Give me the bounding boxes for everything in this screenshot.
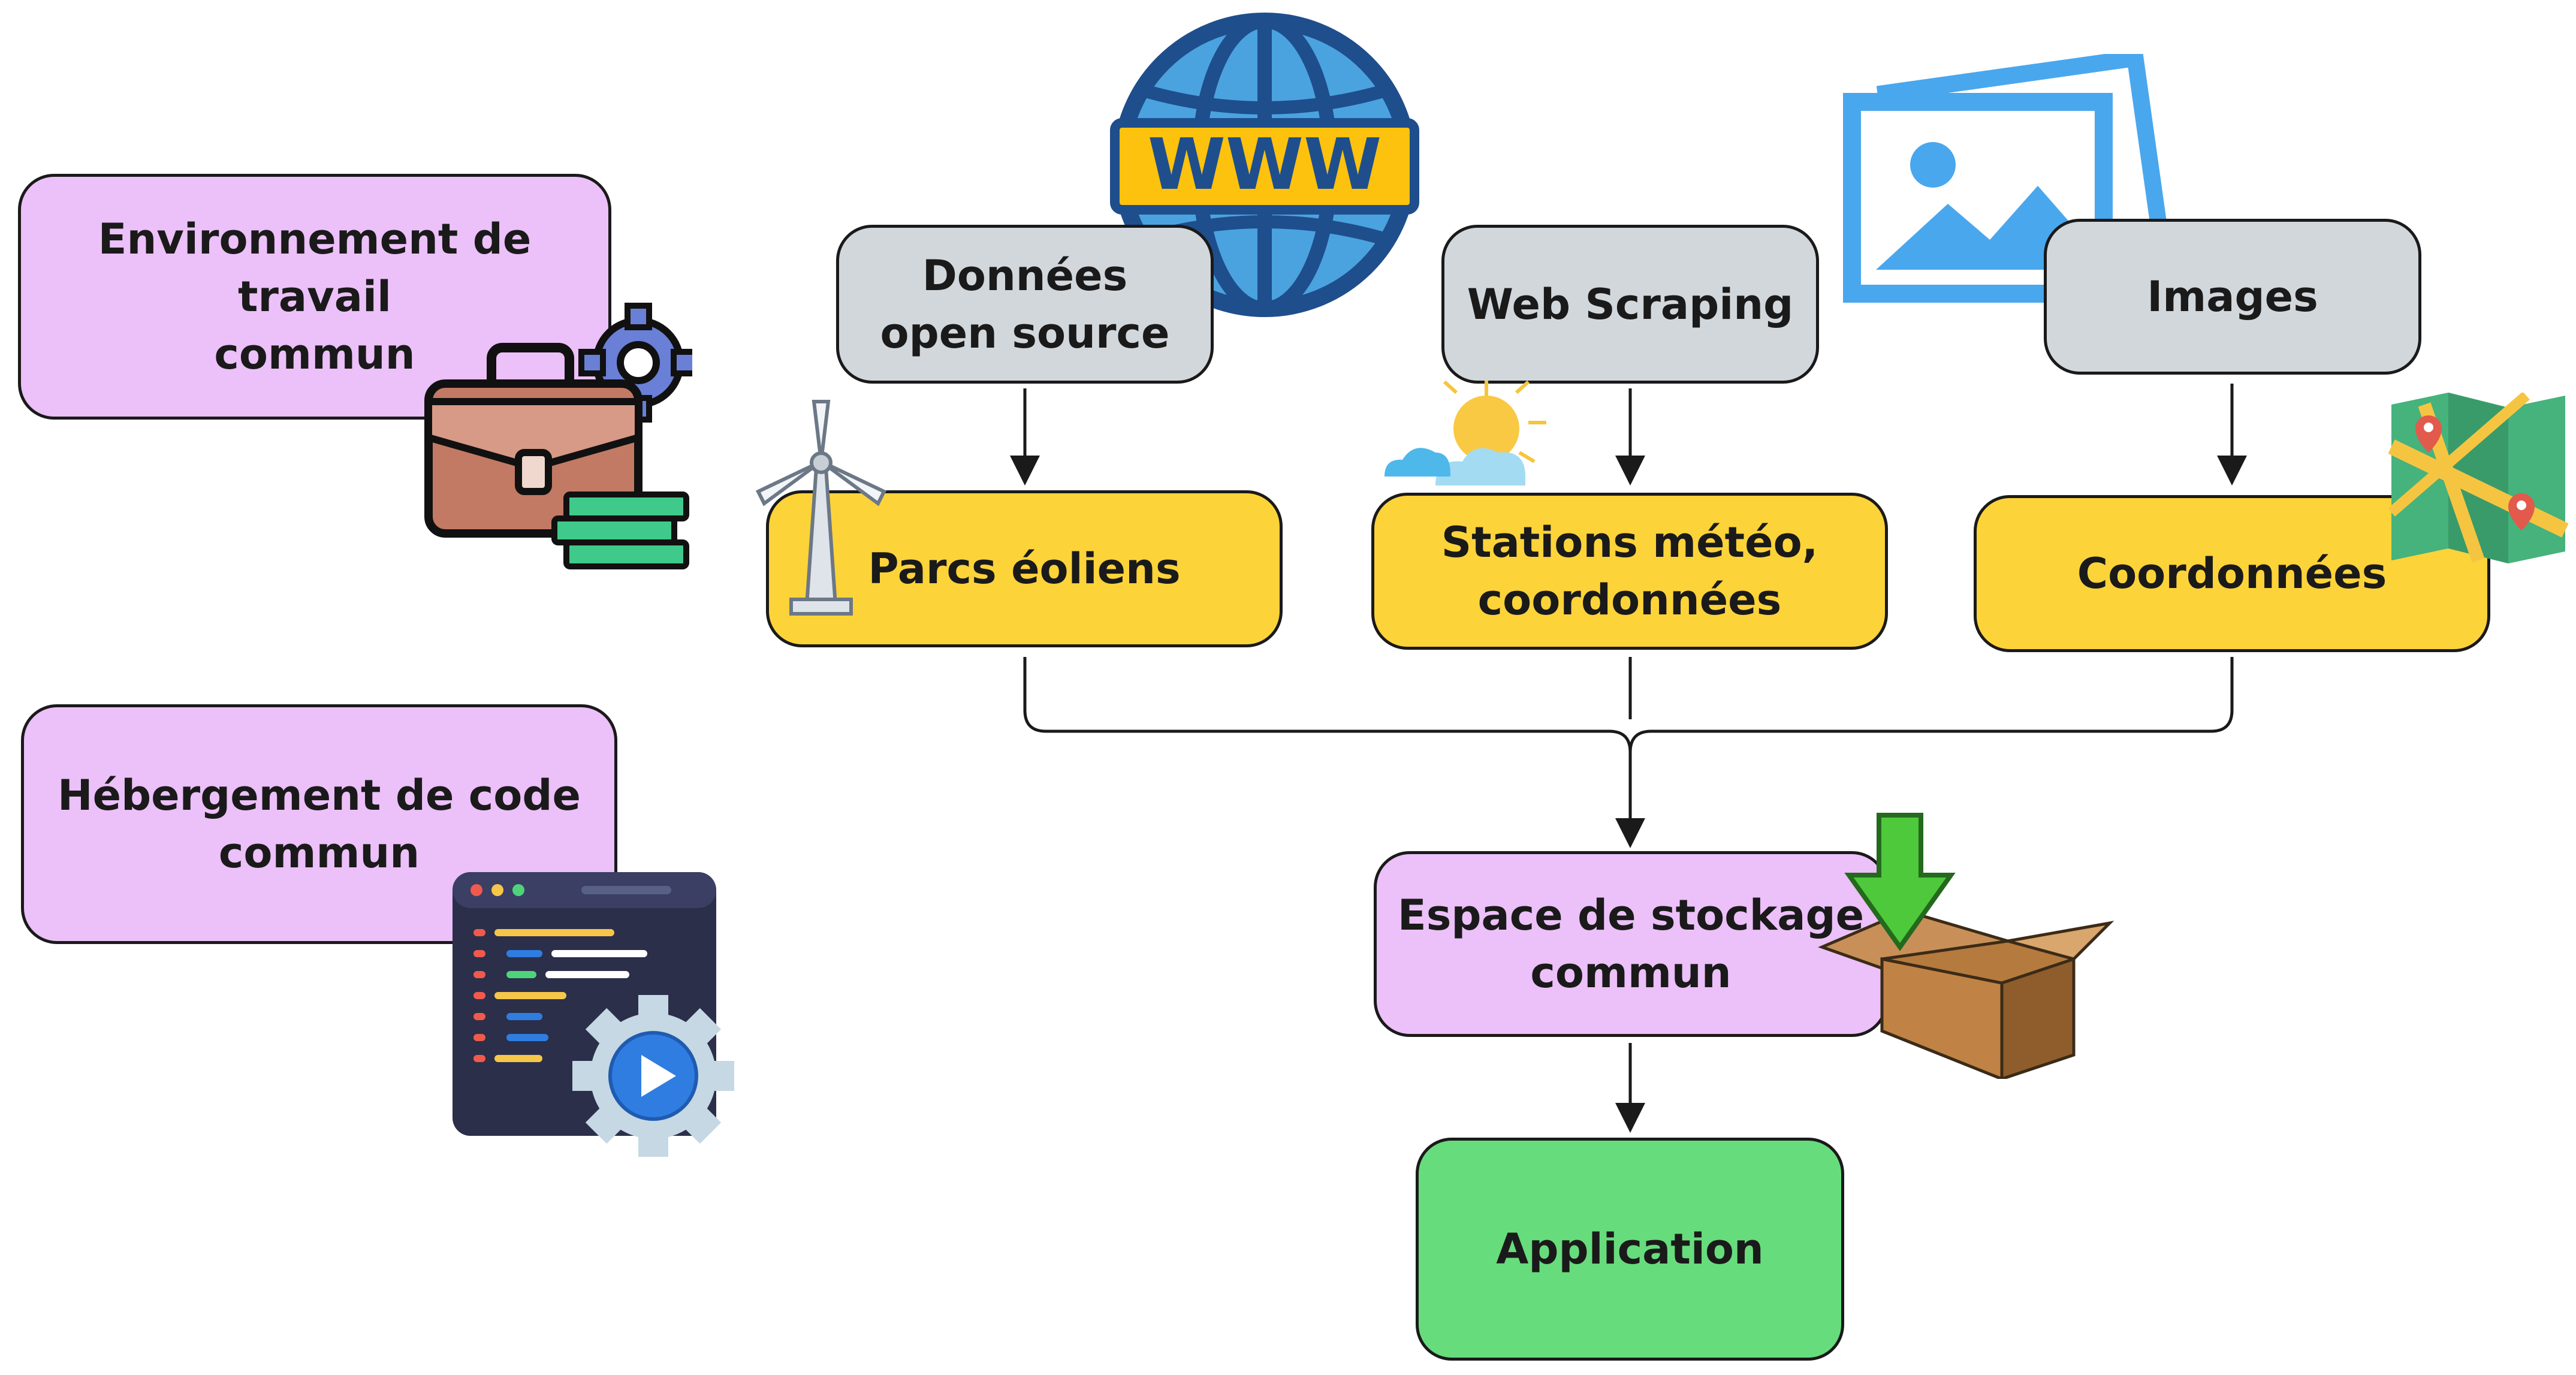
- wind-turbine-icon: [755, 400, 887, 616]
- briefcase-gear-icon: [424, 303, 692, 569]
- map-pins-icon: [2388, 393, 2568, 563]
- box-donnees-open-source: Données open source: [836, 225, 1214, 384]
- box-stations-meteo: Stations météo, coordonnées: [1371, 493, 1888, 650]
- box-download-icon: [1818, 813, 2115, 1079]
- box-images: Images: [2044, 219, 2421, 375]
- box-espace-stockage: Espace de stockage commun: [1374, 851, 1888, 1037]
- www-label: WWW: [1148, 123, 1381, 206]
- box-application: Application: [1416, 1138, 1844, 1361]
- box-web-scraping: Web Scraping: [1441, 225, 1819, 384]
- merge-connector: [1023, 657, 2234, 753]
- www-globe-icon: WWW: [1110, 13, 1419, 317]
- box-environnement-travail: Environnement de travail commun: [18, 174, 611, 420]
- sun-cloud-icon: [1384, 380, 1546, 486]
- code-window-gear-icon: [453, 872, 734, 1157]
- box-parcs-eoliens: Parcs éoliens: [766, 490, 1283, 647]
